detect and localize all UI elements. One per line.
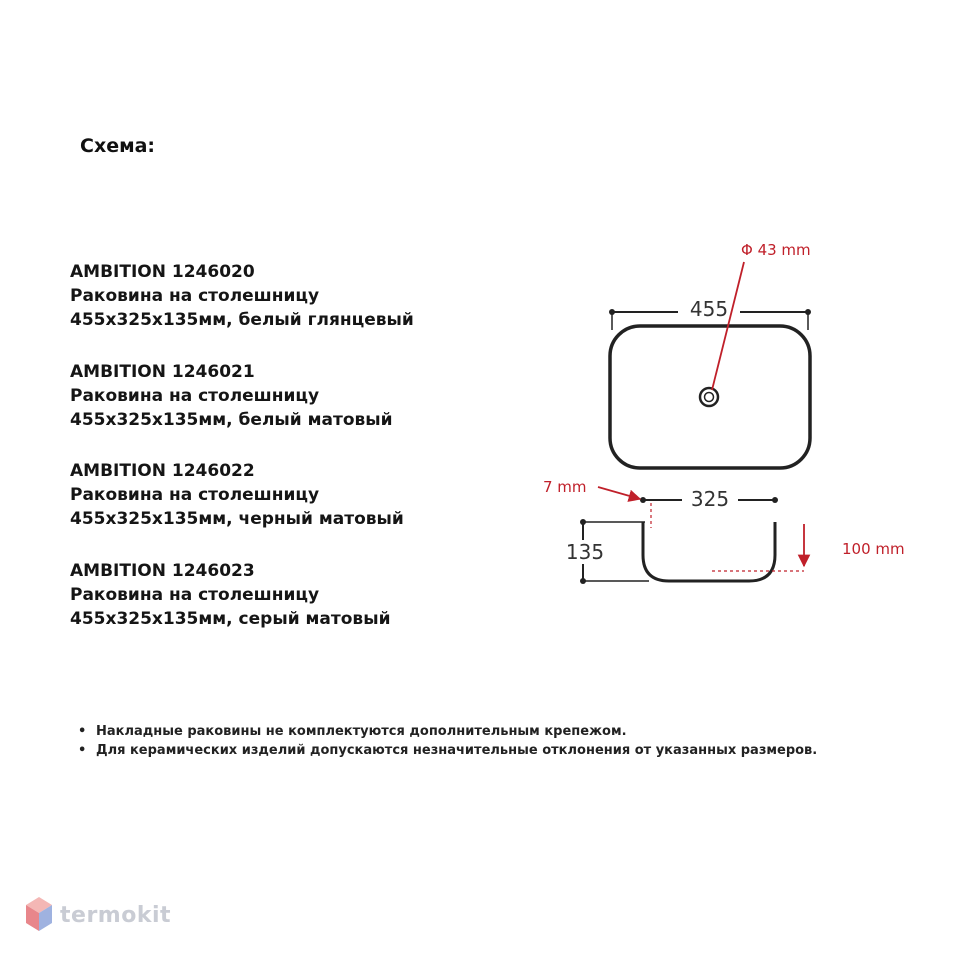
sink-outer-rim: [608, 324, 812, 470]
drain-callout: Φ 43 mm: [711, 241, 811, 391]
sink-side-profile: [641, 522, 777, 583]
product-list: AMBITION 1246020 Раковина на столешницу …: [70, 260, 490, 658]
product-spec: 455x325x135мм, белый глянцевый: [70, 310, 414, 330]
top-width-label: 455: [690, 297, 728, 321]
height-label: 135: [566, 540, 604, 564]
drain-diameter-label: Φ 43 mm: [741, 241, 811, 259]
product-type: Раковина на столешницу: [70, 485, 320, 505]
note-item: • Для керамических изделий допускаются не…: [78, 741, 918, 760]
product-item: AMBITION 1246020 Раковина на столешницу …: [70, 260, 490, 360]
bottom-width-dimension: 325: [640, 484, 778, 511]
bowl-depth-label: 100 mm: [842, 540, 905, 558]
page-heading: Схема:: [80, 135, 156, 157]
sink-side-view: [641, 503, 777, 583]
product-code: AMBITION 1246020: [70, 262, 255, 282]
notes-list: • Накладные раковины не комплектуются доп…: [78, 722, 918, 760]
sink-dimension-drawing: 455 Φ 43 mm 325 135 7 mm 100 mm: [543, 241, 905, 584]
product-code: AMBITION 1246021: [70, 361, 255, 382]
product-item: AMBITION 1246021 Раковина на столешницу …: [70, 360, 490, 460]
product-spec: 455x325x135мм, серый матовый: [70, 608, 391, 629]
note-text: Накладные раковины не комплектуются допо…: [96, 724, 627, 739]
drain-hole-outer: [698, 386, 720, 408]
hexagon-cube-icon: [26, 897, 52, 931]
product-item: AMBITION 1246023 Раковина на столешницу …: [70, 559, 490, 659]
brand-name: termokit: [60, 902, 172, 928]
product-spec: 455x325x135мм, черный матовый: [70, 509, 404, 529]
bowl-depth-callout: 100 mm: [712, 524, 905, 572]
product-type: Раковина на столешницу: [70, 584, 320, 605]
note-item: • Накладные раковины не комплектуются доп…: [78, 722, 918, 741]
product-type: Раковина на столешницу: [70, 286, 320, 306]
product-code: AMBITION 1246022: [70, 461, 255, 481]
wall-thickness-label: 7 mm: [543, 478, 587, 496]
drain-hole-inner: [703, 391, 715, 403]
bullet-icon: •: [78, 743, 87, 758]
top-width-dimension: 455: [609, 292, 811, 330]
brand-logo: termokit: [24, 895, 171, 935]
sink-top-view: [608, 324, 812, 470]
product-spec: 455x325x135мм, белый матовый: [70, 409, 393, 430]
bottom-width-label: 325: [691, 487, 729, 511]
product-code: AMBITION 1246023: [70, 560, 255, 581]
wall-thickness-callout: 7 mm: [543, 478, 642, 502]
bullet-icon: •: [78, 724, 87, 739]
height-dimension: 135: [562, 519, 649, 584]
note-text: Для керамических изделий допускаются нез…: [96, 743, 818, 758]
product-item: AMBITION 1246022 Раковина на столешницу …: [70, 459, 490, 559]
product-type: Раковина на столешницу: [70, 385, 320, 406]
